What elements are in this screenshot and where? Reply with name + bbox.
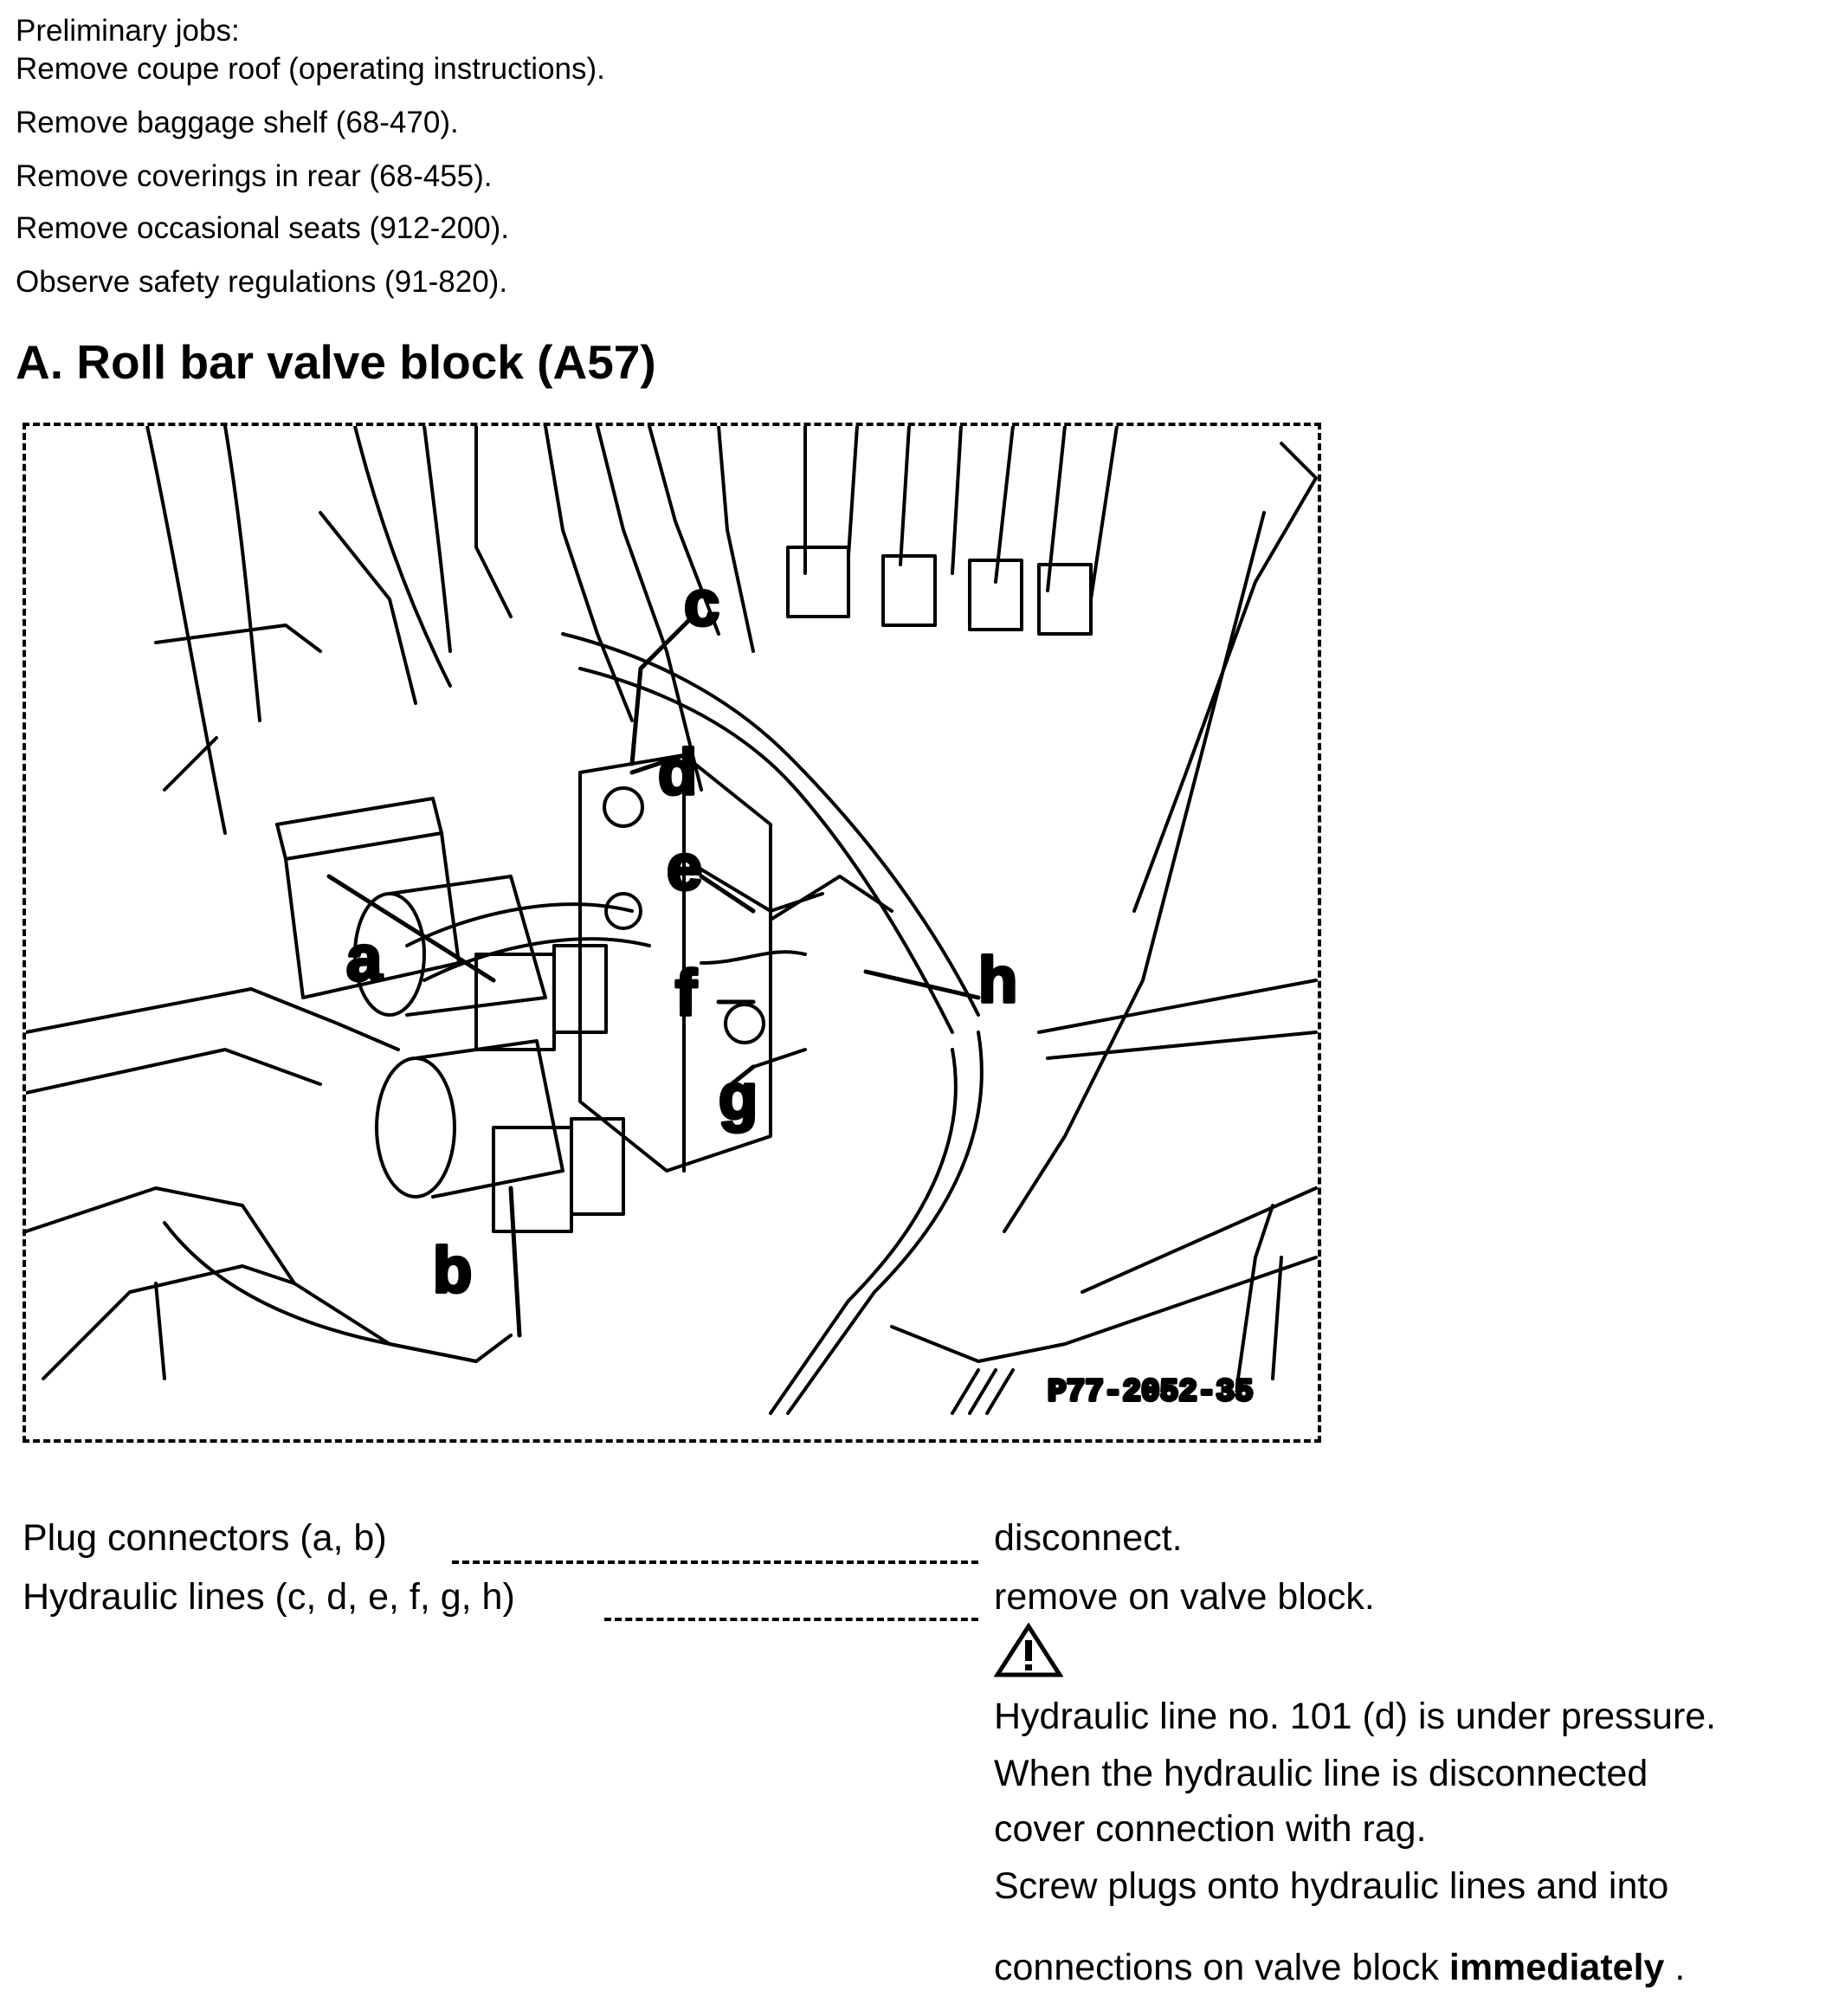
section-heading: A. Roll bar valve block (A57) [16,335,656,389]
warning-emphasis: immediately [1448,1947,1665,1988]
warning-line: Hydraulic line no. 101 (d) is under pres… [994,1696,1717,1737]
callout-label-a: a [346,922,383,994]
preliminary-item: Remove baggage shelf (68-470). [16,106,459,139]
warning-line: When the hydraulic line is disconnected [994,1753,1648,1794]
preliminary-item: Remove coupe roof (operating instruction… [16,52,605,86]
callout-label-c: c [684,567,719,639]
callout-label-b: b [433,1234,472,1306]
step-action: disconnect. [994,1517,1183,1559]
dotted-leader [452,1560,978,1564]
valve-block-illustration: a b c d e f g h P77-2052-35 [23,423,1321,1443]
warning-line: Screw plugs onto hydraulic lines and int… [994,1865,1669,1907]
warning-line: cover connection with rag. [994,1808,1427,1850]
dotted-leader [604,1618,978,1621]
callout-label-g: g [719,1061,758,1133]
callout-label-h: h [978,944,1017,1016]
warning-triangle-icon [994,1623,1063,1677]
callout-label-d: d [658,736,697,808]
warning-final-text: connections on valve block [994,1947,1449,1988]
callout-label-e: e [667,831,702,903]
warning-final-line: connections on valve block immediately . [994,1947,1685,1989]
warning-final-suffix: . [1664,1947,1686,1988]
preliminary-item: Remove occasional seats (912-200). [16,211,510,245]
callout-label-f: f [675,957,697,1029]
step-item: Plug connectors (a, b) [23,1517,387,1559]
preliminary-title: Preliminary jobs: [16,14,240,48]
step-action: remove on valve block. [994,1576,1375,1618]
step-item: Hydraulic lines (c, d, e, f, g, h) [23,1576,515,1618]
preliminary-item: Observe safety regulations (91-820). [16,265,508,299]
preliminary-item: Remove coverings in rear (68-455). [16,159,493,193]
figure-code: P77-2052-35 [1048,1374,1254,1410]
